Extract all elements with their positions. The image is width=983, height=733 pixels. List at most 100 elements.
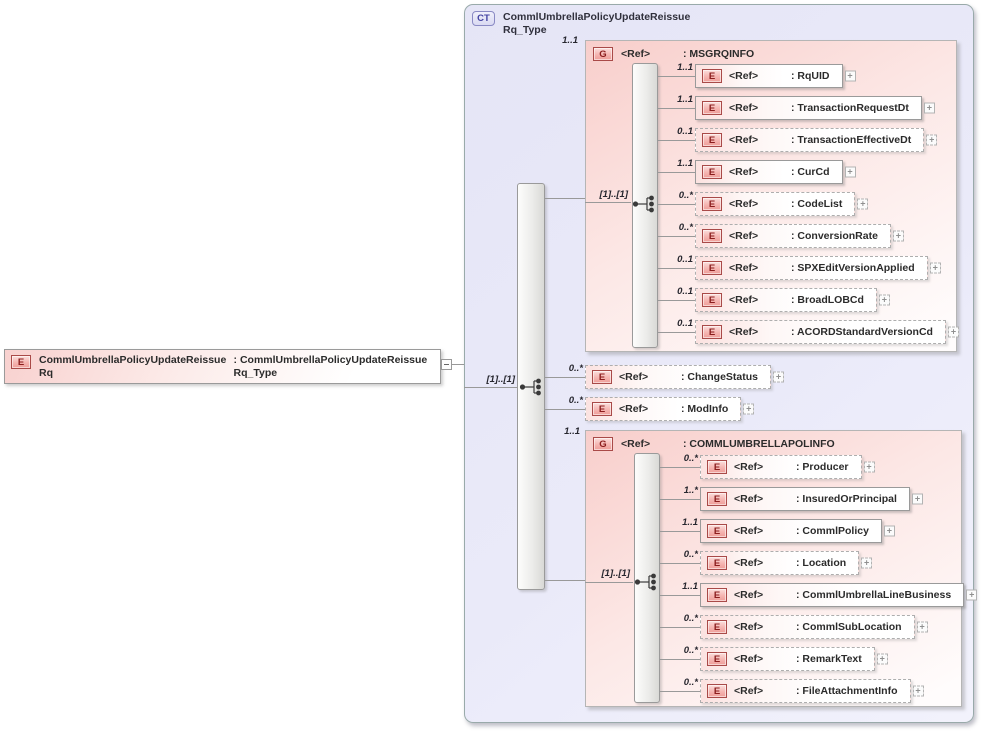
element-box[interactable]: E<Ref>: InsuredOrPrincipal+	[700, 487, 923, 511]
element-name: : BroadLOBCd	[791, 294, 864, 306]
expand-icon[interactable]: +	[911, 493, 923, 505]
group-name: : MSGRQINFO	[683, 48, 755, 60]
element-box[interactable]: E<Ref>: ModInfo+	[585, 397, 755, 421]
element-box[interactable]: E<Ref>: CodeList+	[695, 192, 869, 216]
element-box[interactable]: E<Ref>: ConversionRate+	[695, 224, 904, 248]
element-name: : CodeList	[791, 198, 843, 210]
expand-icon[interactable]: +	[892, 230, 904, 242]
expand-icon[interactable]: +	[923, 102, 935, 114]
cardinality-label: 1..*	[683, 485, 698, 496]
element-row: 1..*E<Ref>: InsuredOrPrincipal+	[659, 485, 923, 511]
connector-line	[657, 107, 695, 109]
expand-icon[interactable]: +	[916, 621, 928, 633]
cardinality-label: 0..*	[683, 677, 698, 688]
sequence-icon	[519, 378, 541, 396]
element-box[interactable]: E<Ref>: FileAttachmentInfo+	[700, 679, 924, 703]
cardinality-label: 0..*	[568, 363, 583, 374]
connector-line	[585, 582, 633, 583]
element-ref-label: <Ref>	[729, 262, 759, 274]
element-name: : InsuredOrPrincipal	[796, 493, 897, 505]
expand-icon[interactable]: +	[947, 326, 959, 338]
cardinality-label: 1..1	[677, 158, 693, 169]
connector-line	[545, 198, 585, 199]
element-ref-label: <Ref>	[729, 166, 759, 178]
root-element-name: CommlUmbrellaPolicyUpdateReissueRq	[39, 354, 227, 379]
element-badge: E	[702, 165, 722, 179]
element-box[interactable]: E<Ref>: CommlSubLocation+	[700, 615, 928, 639]
element-name: : ConversionRate	[791, 230, 878, 242]
element-row: 0..*E<Ref>: ConversionRate+	[657, 222, 904, 248]
cardinality-label: [1]..[1]	[486, 374, 516, 385]
sequence-icon	[632, 195, 654, 213]
element-box[interactable]: E<Ref>: CurCd+	[695, 160, 856, 184]
element-box[interactable]: E<Ref>: Producer+	[700, 455, 875, 479]
element-badge: E	[702, 69, 722, 83]
group-name: : COMMLUMBRELLAPOLINFO	[683, 438, 835, 450]
element-ref-label: <Ref>	[729, 70, 759, 82]
element-box[interactable]: E<Ref>: TransactionRequestDt+	[695, 96, 935, 120]
sequence-bar	[634, 453, 660, 703]
collapse-icon[interactable]	[441, 359, 452, 370]
connector-line	[659, 626, 700, 628]
sequence-icon	[634, 573, 656, 591]
element-badge: E	[702, 325, 722, 339]
element-name: : ModInfo	[681, 403, 729, 415]
expand-icon[interactable]: +	[861, 557, 873, 569]
element-badge: E	[592, 370, 612, 384]
element-box[interactable]: E <Ref> : RqUID +	[695, 64, 856, 88]
element-badge: E	[11, 355, 31, 369]
expand-icon[interactable]: +	[966, 589, 978, 601]
expand-icon[interactable]: +	[883, 525, 895, 537]
element-row: 0..*E<Ref>: FileAttachmentInfo+	[659, 677, 924, 703]
element-box[interactable]: E<Ref>: TransactionEffectiveDt+	[695, 128, 938, 152]
element-badge: E	[702, 197, 722, 211]
connector-line	[657, 203, 695, 205]
element-box[interactable]: E<Ref>: ChangeStatus+	[585, 365, 785, 389]
element-name: : Producer	[796, 461, 849, 473]
root-element-box[interactable]: E CommlUmbrellaPolicyUpdateReissueRq : C…	[4, 349, 441, 384]
expand-icon[interactable]: +	[912, 685, 924, 697]
cardinality-label: 0..1	[677, 286, 693, 297]
expand-icon[interactable]: +	[773, 371, 785, 383]
element-box[interactable]: E<Ref>: ACORDStandardVersionCd+	[695, 320, 959, 344]
expand-icon[interactable]: +	[926, 134, 938, 146]
complex-type-header: CT CommlUmbrellaPolicyUpdateReissueRq_Ty…	[472, 11, 693, 37]
connector-line	[659, 498, 700, 500]
element-ref-label: <Ref>	[619, 403, 649, 415]
cardinality-label: 0..*	[678, 190, 693, 201]
element-row: 0..*E<Ref>: Producer+	[659, 453, 875, 479]
element-name: : RqUID	[791, 70, 830, 82]
expand-icon[interactable]: +	[876, 653, 888, 665]
element-ref-label: <Ref>	[734, 557, 764, 569]
connector-line	[545, 580, 585, 581]
element-name: : CommlPolicy	[796, 525, 869, 537]
expand-icon[interactable]: +	[844, 166, 856, 178]
expand-icon[interactable]: +	[863, 461, 875, 473]
element-box[interactable]: E<Ref>: Location+	[700, 551, 873, 575]
expand-icon[interactable]: +	[844, 70, 856, 82]
cardinality-label: 0..*	[568, 395, 583, 406]
element-box[interactable]: E<Ref>: RemarkText+	[700, 647, 888, 671]
element-name: : CommlUmbrellaLineBusiness	[796, 589, 952, 601]
complex-type-badge: CT	[472, 11, 495, 26]
element-name: : CommlSubLocation	[796, 621, 902, 633]
element-name: : FileAttachmentInfo	[796, 685, 898, 697]
element-ref-label: <Ref>	[729, 294, 759, 306]
element-badge: E	[707, 492, 727, 506]
cardinality-label: 0..*	[683, 645, 698, 656]
element-box[interactable]: E<Ref>: BroadLOBCd+	[695, 288, 890, 312]
element-badge: E	[707, 556, 727, 570]
connector-line	[657, 267, 695, 269]
element-box[interactable]: E<Ref>: CommlUmbrellaLineBusiness+	[700, 583, 978, 607]
expand-icon[interactable]: +	[878, 294, 890, 306]
expand-icon[interactable]: +	[857, 198, 869, 210]
element-name: : ACORDStandardVersionCd	[791, 326, 933, 338]
element-box[interactable]: E<Ref>: SPXEditVersionApplied+	[695, 256, 941, 280]
expand-icon[interactable]: +	[743, 403, 755, 415]
element-box[interactable]: E<Ref>: CommlPolicy+	[700, 519, 895, 543]
expand-icon[interactable]: +	[929, 262, 941, 274]
